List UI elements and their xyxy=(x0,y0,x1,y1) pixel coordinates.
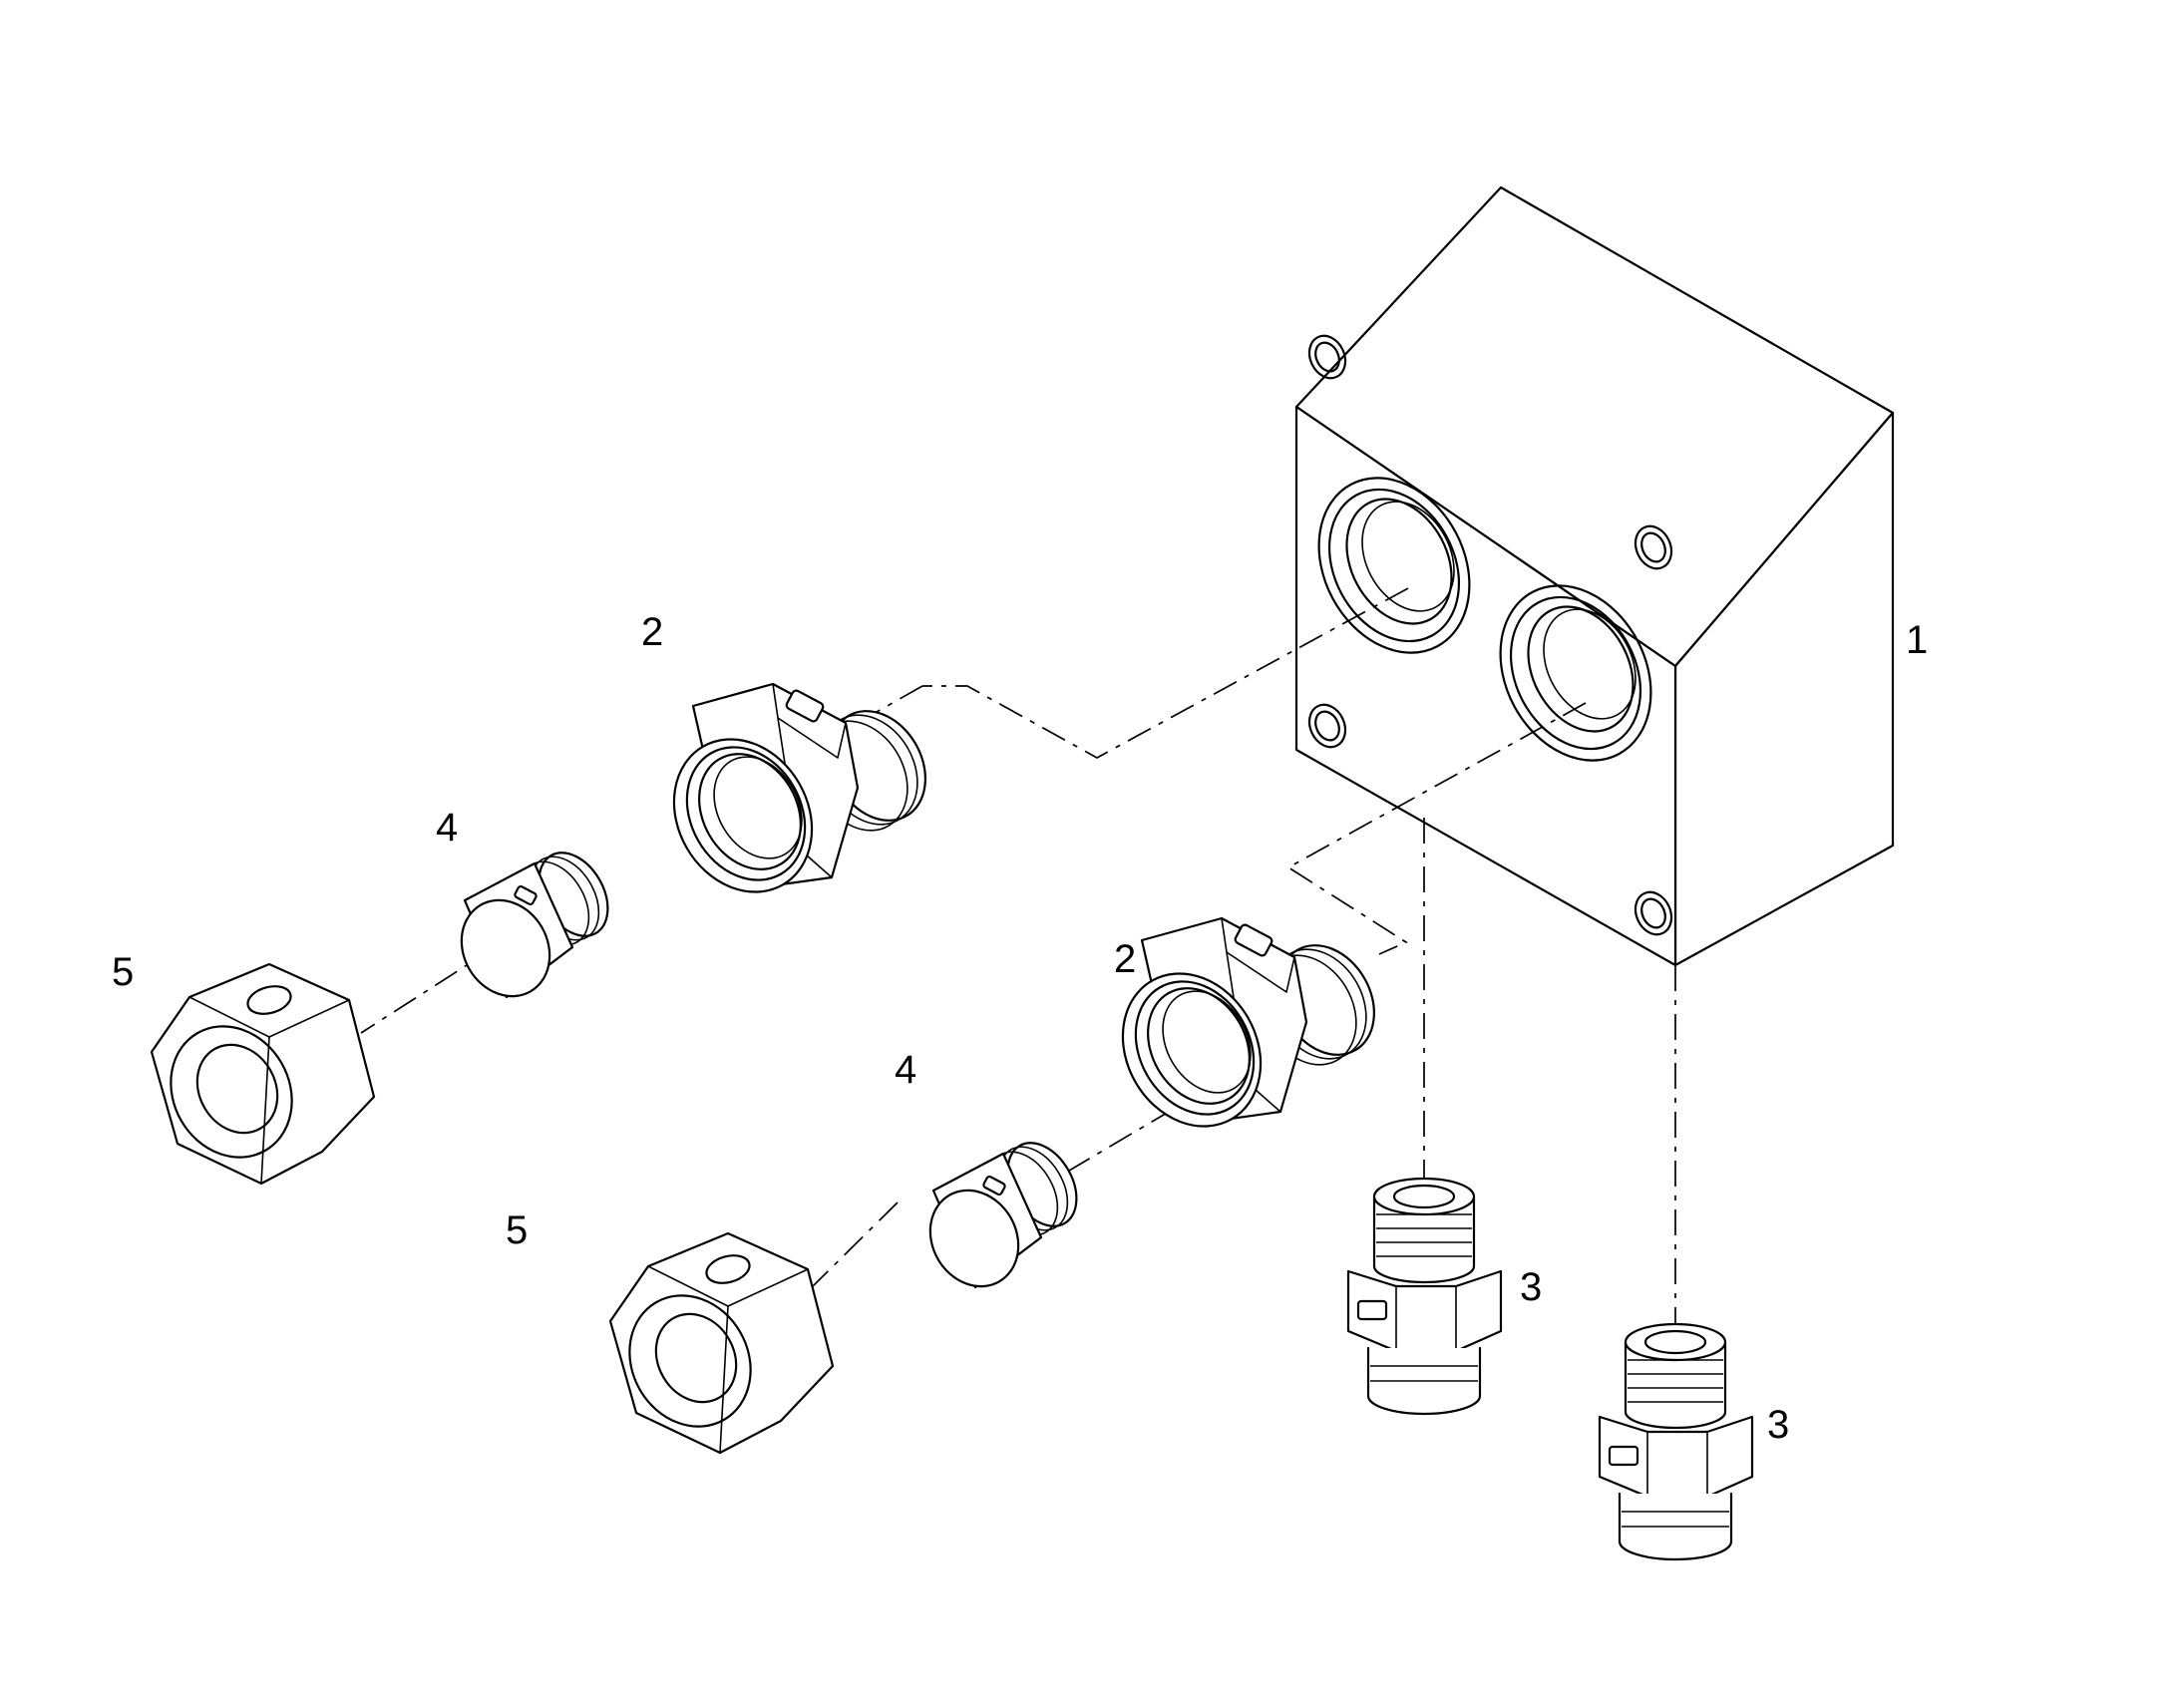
item-label-1: 1 xyxy=(1906,618,1928,662)
center-lines xyxy=(360,587,1676,1332)
item-label-3-side-1: 3 xyxy=(1520,1265,1542,1309)
item-label-5-lower: 5 xyxy=(506,1208,528,1252)
item-label-3-side-2: 3 xyxy=(1767,1403,1789,1447)
maker-logo-icon xyxy=(246,985,292,1015)
adapter-fitting-lower xyxy=(1121,916,1375,1128)
maker-logo-icon xyxy=(1234,923,1273,957)
maker-logo-icon xyxy=(982,1175,1006,1196)
item-label-2-lower: 2 xyxy=(1114,937,1136,981)
maker-logo-icon xyxy=(1608,1445,1639,1467)
adapter-fitting-upper xyxy=(672,682,926,893)
maker-logo-icon xyxy=(514,884,538,906)
union-nut-upper xyxy=(150,962,376,1186)
maker-logo-icon xyxy=(785,689,825,723)
cutting-ring-lower xyxy=(928,1142,1078,1289)
port-adapter-side-2 xyxy=(1598,1322,1754,1561)
port-adapter-side-1 xyxy=(1346,1177,1503,1416)
manifold-block xyxy=(1294,185,1895,967)
maker-logo-icon xyxy=(1356,1299,1388,1321)
item-label-2-upper: 2 xyxy=(641,610,663,654)
maker-logo-icon xyxy=(705,1254,751,1284)
union-nut-lower xyxy=(608,1231,835,1455)
cutting-ring-upper xyxy=(460,852,609,999)
item-label-4-lower: 4 xyxy=(895,1048,916,1092)
item-label-5-upper: 5 xyxy=(112,950,134,994)
item-label-4-upper: 4 xyxy=(436,806,458,850)
